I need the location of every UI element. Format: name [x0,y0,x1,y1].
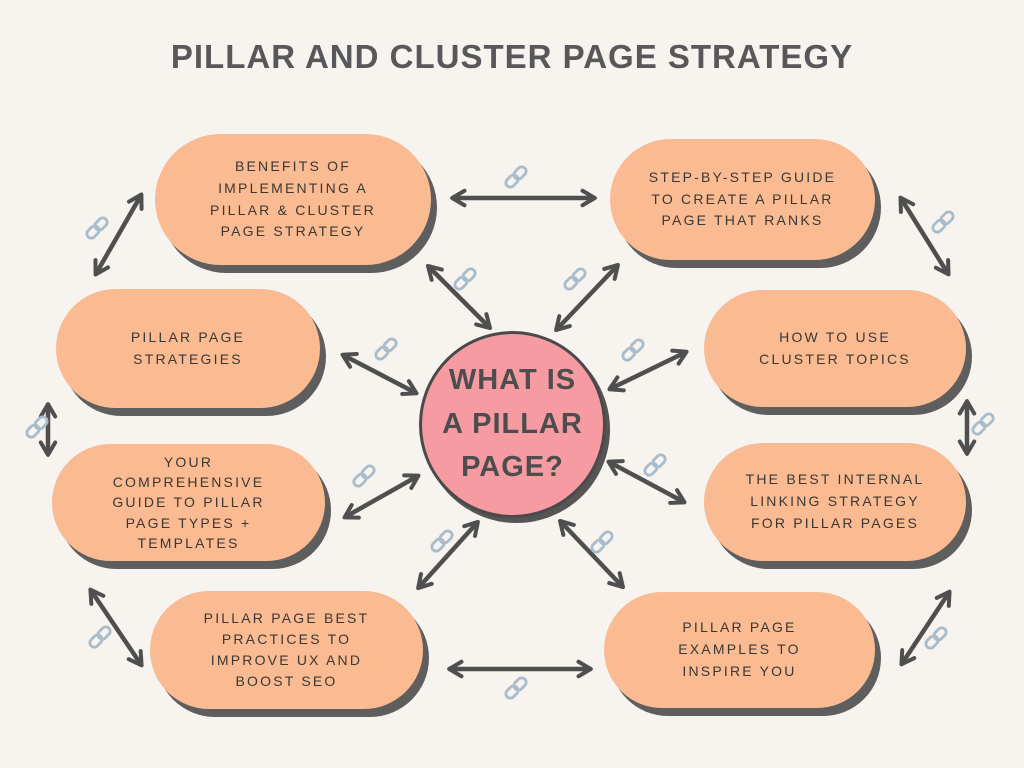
link-icon [502,163,530,191]
node-internal-linking: THE BEST INTERNAL LINKING STRATEGY FOR P… [704,443,966,561]
link-icon [451,265,479,293]
arrow-spoke-w-upper [340,351,419,397]
link-icon [969,410,997,438]
link-icon [372,335,400,363]
arrow-top-left-corner [93,192,144,277]
link-icon [83,214,111,242]
link-icon [86,623,114,651]
link-icon [502,674,530,702]
page-title: PILLAR AND CLUSTER PAGE STRATEGY [170,38,854,75]
node-examples: PILLAR PAGE EXAMPLES TO INSPIRE YOU [604,592,875,708]
link-icon [922,624,950,652]
arrow-spoke-e-upper [607,348,689,393]
arrow-top-right-corner [898,195,951,277]
arrow-spoke-sw [416,519,480,591]
link-icon [428,527,456,555]
node-cluster-topics: HOW TO USE CLUSTER TOPICS [704,290,966,407]
link-icon [23,413,51,441]
center-hub: WHAT IS A PILLAR PAGE? [419,331,606,518]
link-icon [641,451,669,479]
arrow-spoke-e-lower [606,459,687,505]
arrow-bottom-left-corner [88,587,144,668]
arrow-bottom-right-corner [899,589,952,667]
link-icon [929,208,957,236]
arrow-spoke-nw [425,263,493,331]
node-pillar-strategies: PILLAR PAGE STRATEGIES [56,289,320,408]
node-benefits: BENEFITS OF IMPLEMENTING A PILLAR & CLUS… [155,134,431,265]
node-best-practices: PILLAR PAGE BEST PRACTICES TO IMPROVE UX… [150,591,423,709]
link-icon [561,265,589,293]
node-types-templates: YOUR COMPREHENSIVE GUIDE TO PILLAR PAGE … [52,444,325,561]
link-icon [350,462,378,490]
arrow-spoke-se [558,518,625,590]
link-icon [619,336,647,364]
arrow-spoke-w-lower [342,473,421,520]
node-step-by-step-guide: STEP-BY-STEP GUIDE TO CREATE A PILLAR PA… [610,139,875,260]
arrow-spoke-ne [554,262,620,333]
link-icon [588,528,616,556]
